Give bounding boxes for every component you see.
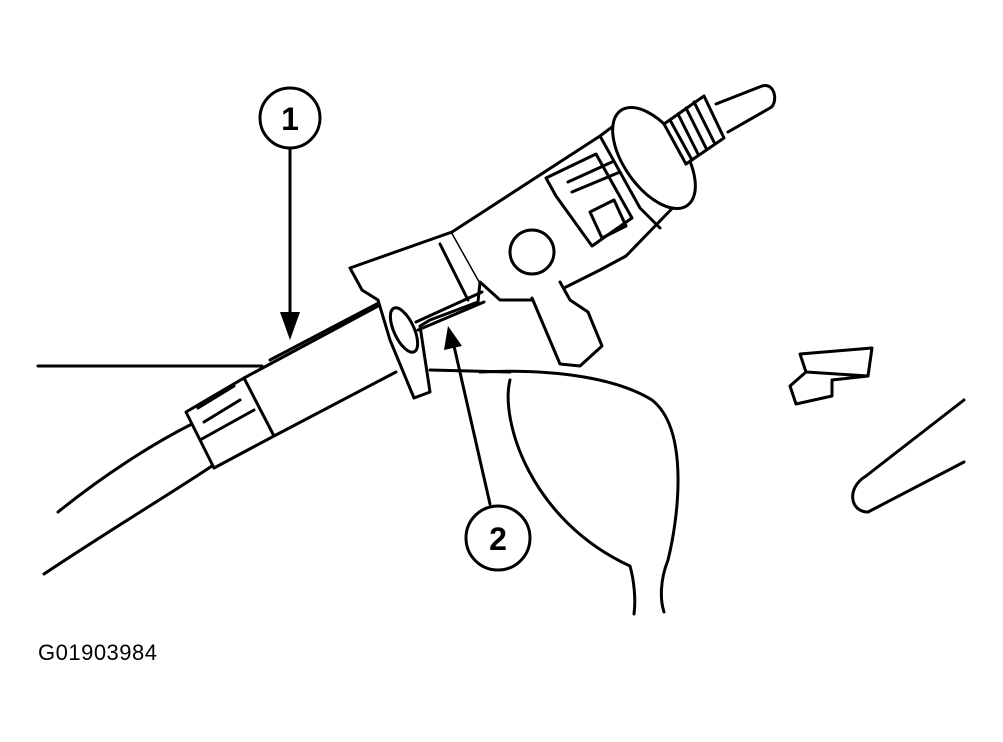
bracket-fragment-edge <box>804 370 870 378</box>
switch-boss <box>508 228 556 276</box>
switch-lever <box>530 280 604 368</box>
inner-cable <box>414 290 486 332</box>
thread-lines <box>668 100 716 162</box>
bracket-slot-edge <box>438 242 470 302</box>
reference-line <box>36 364 512 374</box>
bracket-fragment <box>788 346 874 406</box>
callout-2: 2 <box>464 504 532 572</box>
cable-outer-upper <box>56 422 194 514</box>
callout-1: 1 <box>258 86 322 150</box>
arrowhead-2 <box>444 326 462 350</box>
pedal-rod <box>851 398 966 514</box>
callout-2-label: 2 <box>489 521 507 557</box>
bracket-slot <box>388 306 420 354</box>
figure-id: G01903984 <box>38 640 158 665</box>
threaded-stem <box>662 94 726 166</box>
cable-sheath-lower <box>272 370 398 438</box>
pedal-rod-lower <box>866 460 966 514</box>
leader-line-2 <box>452 344 492 506</box>
cable-sheath-upper <box>242 304 380 380</box>
pedal-arm <box>478 369 680 614</box>
cable-sheath-center <box>268 296 390 362</box>
callout-1-label: 1 <box>281 101 299 137</box>
plunger-tip <box>714 84 777 134</box>
cable-outer-lower <box>42 464 214 576</box>
arrowhead-1 <box>280 312 300 340</box>
connector-tab <box>588 198 628 240</box>
connector-lines <box>566 160 622 194</box>
pedal-arm-inner <box>506 378 637 616</box>
ferrule-band <box>196 384 256 442</box>
